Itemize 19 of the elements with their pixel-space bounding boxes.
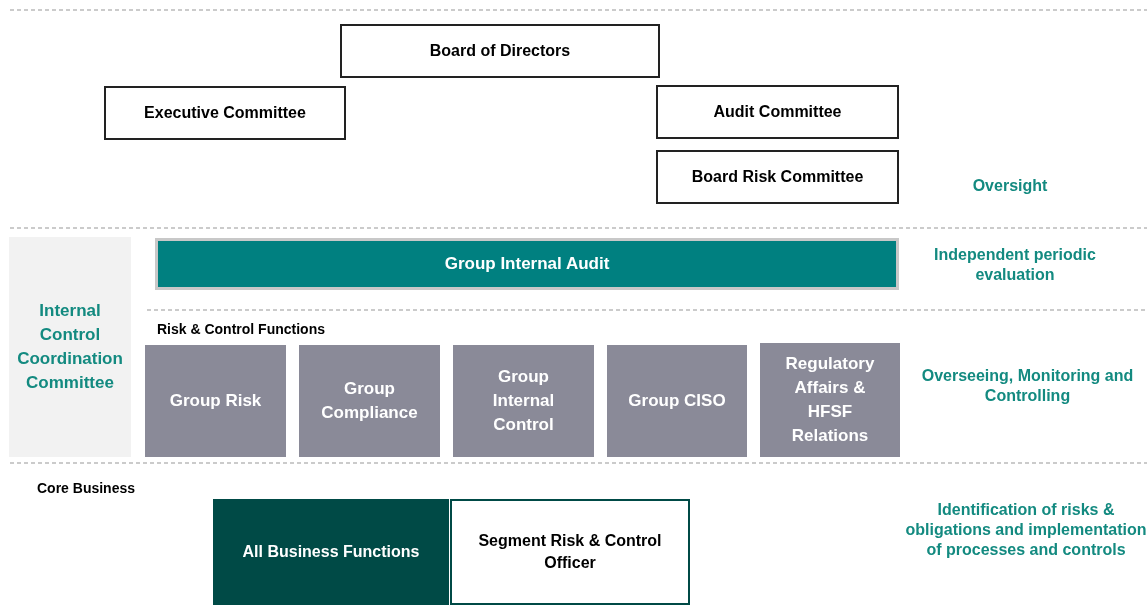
level-label: Identification of risks & obligations and implementation of processes and controls: [905, 500, 1147, 560]
level-label: Independent periodic evaluation: [933, 245, 1097, 285]
level-label: Overseeing, Monitoring and Controlling: [920, 366, 1135, 406]
function-box: Regulatory Affairs & HFSF Relations: [760, 343, 900, 457]
committee-box: Executive Committee: [104, 86, 346, 140]
section-title: Risk & Control Functions: [157, 320, 326, 339]
committee-box: Audit Committee: [656, 85, 899, 139]
business-box: All Business Functions: [213, 499, 449, 605]
function-box: Group Compliance: [299, 345, 440, 457]
level-label: Oversight: [971, 176, 1049, 196]
function-box: Group Risk: [145, 345, 286, 457]
audit-band: Group Internal Audit: [155, 238, 899, 290]
officer-box: Segment Risk & Control Officer: [450, 499, 690, 605]
committee-panel: Internal Control Coordination Committee: [9, 237, 131, 457]
section-title: Core Business: [37, 479, 137, 498]
committee-box: Board Risk Committee: [656, 150, 899, 204]
function-box: Group CISO: [607, 345, 747, 457]
function-box: Group Internal Control: [453, 345, 594, 457]
committee-box: Board of Directors: [340, 24, 660, 78]
